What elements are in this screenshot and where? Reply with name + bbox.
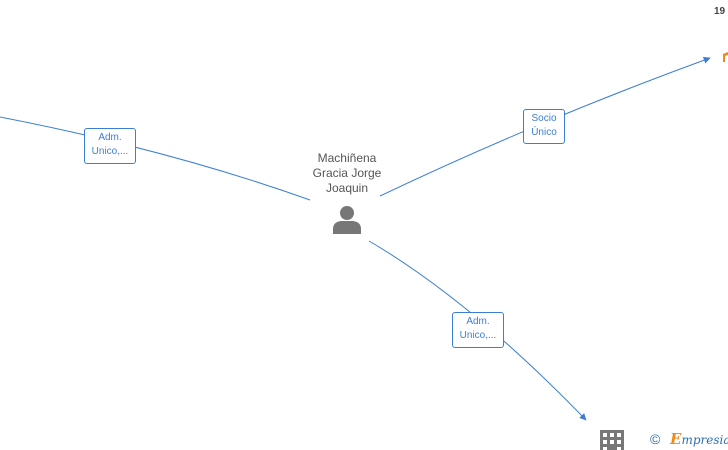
person-node-name[interactable]: Machiñena Gracia Jorge Joaquin: [296, 151, 398, 196]
brand-name-rest: mpresia: [681, 433, 728, 447]
brand-logo[interactable]: Empresia: [670, 431, 728, 448]
edge-label-line2: Unico,...: [459, 330, 497, 341]
brand-initial: E: [670, 430, 682, 448]
person-name-line1: Machiñena: [317, 151, 377, 165]
edge-label-line1: Socio: [531, 113, 557, 124]
edge-label-socio[interactable]: Socio Único: [523, 109, 565, 144]
edge-label-line1: Adm.: [98, 132, 122, 143]
building-icon[interactable]: [600, 430, 624, 450]
person-icon[interactable]: [331, 205, 363, 235]
orange-node-mark-icon[interactable]: [722, 52, 728, 62]
copyright-symbol: ©: [650, 431, 661, 447]
edge-label-adm-down[interactable]: Adm. Unico,...: [452, 312, 504, 348]
edge-label-line2: Unico,...: [91, 146, 129, 157]
edge-label-adm-left[interactable]: Adm. Unico,...: [84, 128, 136, 164]
person-name-line3: Joaquin: [325, 181, 369, 195]
edge-left: [0, 116, 311, 201]
top-right-count: 19: [714, 6, 726, 17]
person-name-line2: Gracia Jorge: [312, 166, 382, 180]
edge-label-line1: Adm.: [466, 316, 490, 327]
edge-label-line2: Único: [531, 127, 557, 138]
